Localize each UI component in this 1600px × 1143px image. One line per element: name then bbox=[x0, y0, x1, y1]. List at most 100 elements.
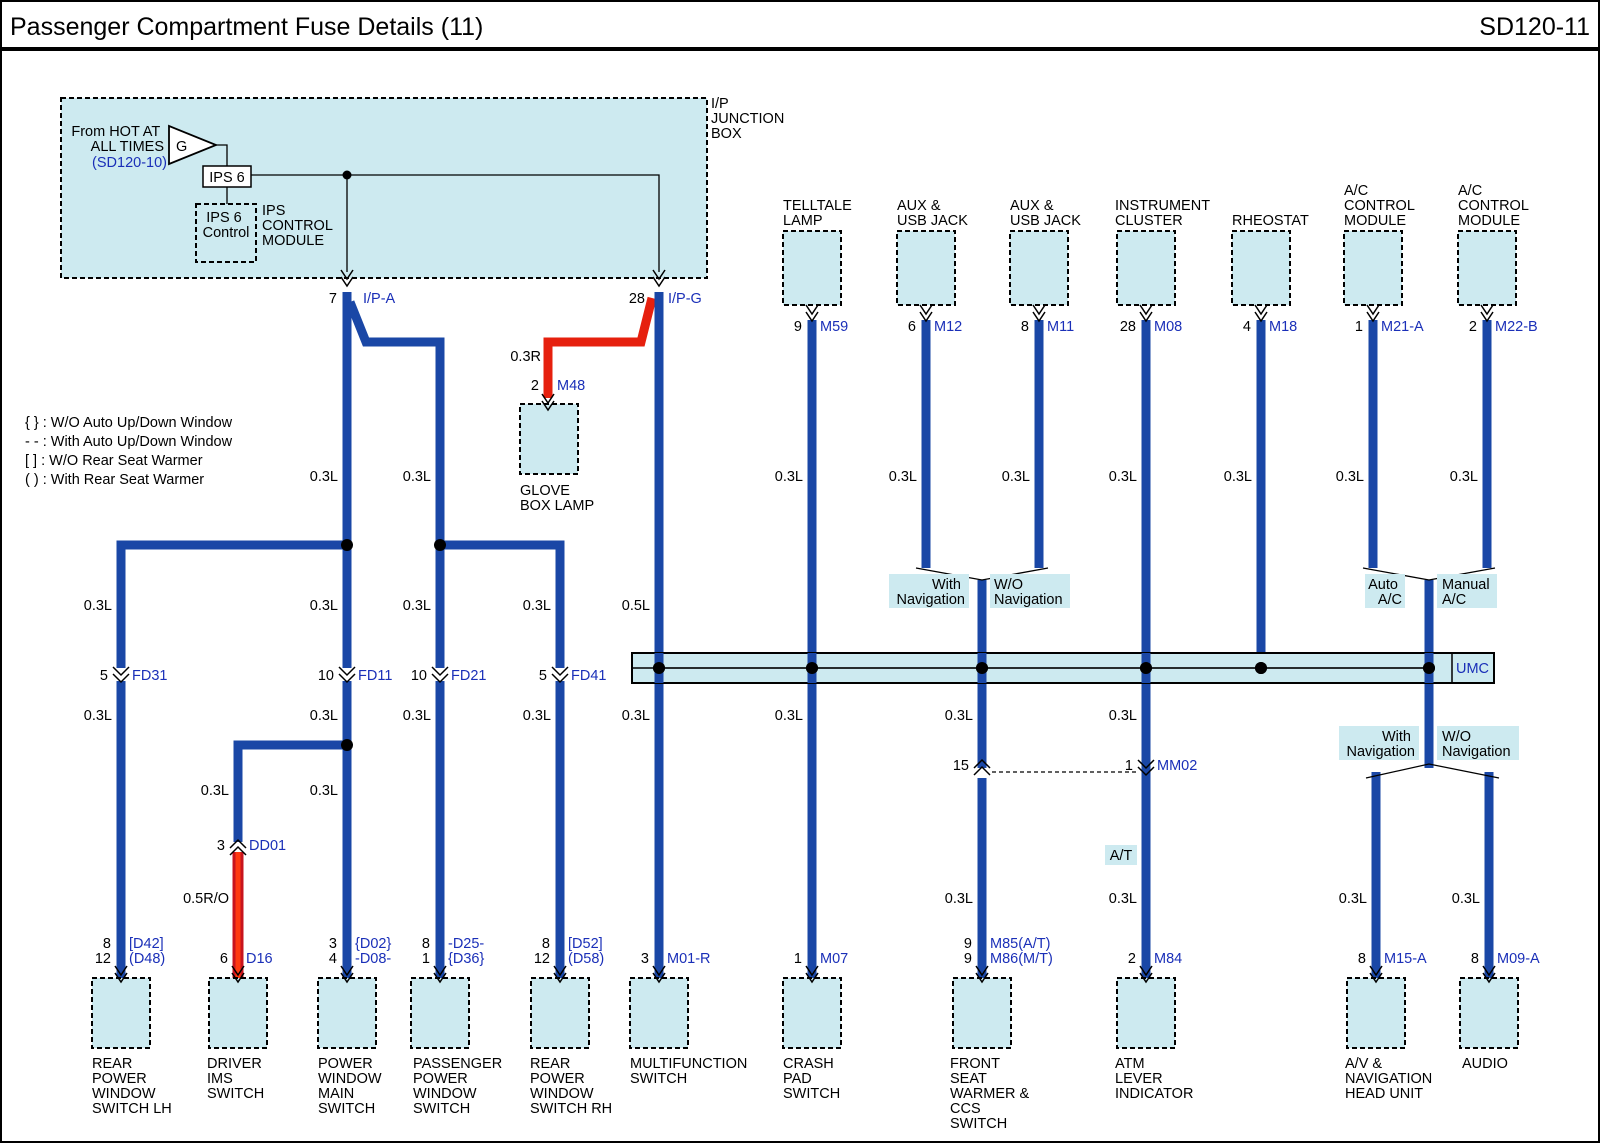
ips6-output-bus bbox=[251, 174, 660, 272]
svg-text:2: 2 bbox=[1469, 319, 1477, 335]
svg-text:-D25-: -D25- bbox=[448, 936, 484, 952]
svg-text:0.3L: 0.3L bbox=[1336, 469, 1364, 485]
svg-text:M09-A: M09-A bbox=[1497, 951, 1540, 967]
svg-text:5: 5 bbox=[539, 668, 547, 684]
svg-text:0.5L: 0.5L bbox=[622, 598, 650, 614]
svg-text:1: 1 bbox=[422, 951, 430, 967]
option-with-navigation-label: With Navigation bbox=[896, 577, 965, 608]
svg-text:10: 10 bbox=[318, 668, 334, 684]
svg-text:9: 9 bbox=[794, 319, 802, 335]
option-with-navigation-2 bbox=[1339, 726, 1419, 760]
option-manual-ac bbox=[1437, 574, 1497, 608]
svg-text:0.3L: 0.3L bbox=[1109, 891, 1137, 907]
option-auto-ac-label: Auto A/C bbox=[1368, 577, 1402, 608]
svg-text:1: 1 bbox=[1125, 758, 1133, 774]
svg-text:0.3L: 0.3L bbox=[775, 708, 803, 724]
svg-text:28: 28 bbox=[1120, 319, 1136, 335]
ipa-pin: 7 bbox=[329, 291, 337, 307]
svg-text:4: 4 bbox=[1243, 319, 1251, 335]
option-wo-navigation bbox=[990, 574, 1070, 608]
svg-text:M07: M07 bbox=[820, 951, 848, 967]
svg-text:D16: D16 bbox=[246, 951, 273, 967]
svg-text:9: 9 bbox=[964, 936, 972, 952]
svg-text:M86(M/T): M86(M/T) bbox=[990, 951, 1053, 967]
svg-text:0.3L: 0.3L bbox=[1450, 469, 1478, 485]
svg-text:{D36}: {D36} bbox=[448, 951, 484, 967]
splice-dot bbox=[342, 170, 352, 180]
svg-text:AUX &USB JACK: AUX &USB JACK bbox=[1010, 198, 1081, 229]
svg-text:3: 3 bbox=[329, 936, 337, 952]
svg-text:M84: M84 bbox=[1154, 951, 1182, 967]
svg-text:8: 8 bbox=[103, 936, 111, 952]
top-components bbox=[782, 230, 1517, 306]
svg-text:0.3L: 0.3L bbox=[403, 598, 431, 614]
svg-text:0.3L: 0.3L bbox=[523, 708, 551, 724]
ipa-connector: I/P-A bbox=[363, 291, 396, 307]
svg-text:RHEOSTAT: RHEOSTAT bbox=[1232, 213, 1309, 229]
svg-text:12: 12 bbox=[95, 951, 111, 967]
svg-text:MM02: MM02 bbox=[1157, 758, 1197, 774]
svg-text:M85(A/T): M85(A/T) bbox=[990, 936, 1050, 952]
svg-text:0.3L: 0.3L bbox=[1452, 891, 1480, 907]
top-component-pins: 9 M59 6 M12 8 M11 28 M08 4 M18 1 M21-A 2… bbox=[794, 319, 1538, 335]
inline-connector-labels: 5 FD31 10 FD11 10 FD21 5 FD41 3 DD01 15 … bbox=[100, 668, 1197, 854]
svg-text:0.3L: 0.3L bbox=[1002, 469, 1030, 485]
wires-left-group bbox=[116, 292, 565, 978]
glovebox-connector: M48 bbox=[557, 378, 585, 394]
wire-size-labels: 0.3L 0.3L 0.3L 0.3L 0.3L 0.3L 0.3L 0.3L … bbox=[84, 469, 1480, 907]
option-wo-navigation-label: W/O Navigation bbox=[994, 577, 1063, 608]
svg-text:0.3L: 0.3L bbox=[201, 783, 229, 799]
ips6-fuse-label: IPS 6 bbox=[209, 170, 244, 186]
svg-text:9: 9 bbox=[964, 951, 972, 967]
glovebox-wire bbox=[543, 296, 657, 398]
svg-text:0.5R/O: 0.5R/O bbox=[183, 891, 229, 907]
svg-text:0.3L: 0.3L bbox=[622, 708, 650, 724]
option-with-navigation-2-label: With Navigation bbox=[1346, 729, 1415, 760]
svg-text:0.3L: 0.3L bbox=[945, 708, 973, 724]
svg-text:0.3L: 0.3L bbox=[1339, 891, 1367, 907]
svg-text:{D02}: {D02} bbox=[355, 936, 391, 952]
svg-text:0.3L: 0.3L bbox=[1224, 469, 1252, 485]
svg-text:M18: M18 bbox=[1269, 319, 1297, 335]
option-wo-navigation-2-label: W/O Navigation bbox=[1442, 729, 1511, 760]
svg-text:1: 1 bbox=[794, 951, 802, 967]
svg-text:6: 6 bbox=[220, 951, 228, 967]
svg-text:M08: M08 bbox=[1154, 319, 1182, 335]
svg-text:3: 3 bbox=[217, 838, 225, 854]
svg-text:0.3L: 0.3L bbox=[310, 783, 338, 799]
bottom-component-pin-icons bbox=[114, 965, 1496, 984]
svg-text:12: 12 bbox=[534, 951, 550, 967]
bottom-component-pins: 8 12 [D42] (D48) 6 D16 3 4 {D02} -D08- 8… bbox=[95, 936, 1540, 967]
splice-dot bbox=[341, 539, 353, 551]
svg-text:FD21: FD21 bbox=[451, 668, 486, 684]
ips6-control-label: IPS 6 Control bbox=[203, 210, 250, 241]
glovebox-wire-size: 0.3R bbox=[510, 349, 541, 365]
svg-text:0.3L: 0.3L bbox=[523, 598, 551, 614]
svg-text:15: 15 bbox=[953, 758, 969, 774]
svg-text:10: 10 bbox=[411, 668, 427, 684]
svg-text:0.3L: 0.3L bbox=[84, 598, 112, 614]
svg-text:5: 5 bbox=[100, 668, 108, 684]
glovebox-pin-icon bbox=[541, 393, 555, 412]
junction-box-label: I/P JUNCTION BOX bbox=[711, 96, 788, 142]
svg-text:M01-R: M01-R bbox=[667, 951, 711, 967]
svg-text:0.3L: 0.3L bbox=[889, 469, 917, 485]
option-manual-ac-label: Manual A/C bbox=[1442, 577, 1494, 608]
svg-text:M59: M59 bbox=[820, 319, 848, 335]
svg-text:0.3L: 0.3L bbox=[403, 469, 431, 485]
svg-text:FD11: FD11 bbox=[358, 668, 392, 684]
option-brackets bbox=[915, 567, 1500, 779]
fuse-symbol-label: G bbox=[176, 139, 187, 155]
